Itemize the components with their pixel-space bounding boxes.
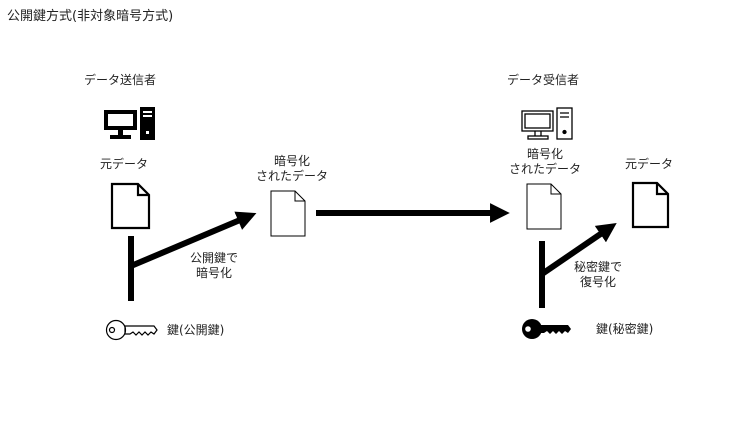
decrypt-arrow xyxy=(540,222,617,277)
sender-original-data-label: 元データ xyxy=(100,157,149,171)
receiver-encrypted-document-icon xyxy=(526,183,562,230)
encrypt-action-line1: 公開鍵で xyxy=(190,251,239,265)
receiver-original-data-label: 元データ xyxy=(625,157,674,171)
receiver-encrypted-data-label: 暗号化 されたデータ xyxy=(500,147,590,177)
decrypt-action-label: 秘密鍵で 復号化 xyxy=(574,260,622,290)
receiver-original-document-icon xyxy=(631,181,670,229)
encrypt-connector xyxy=(128,211,257,301)
sender-label: データ送信者 xyxy=(84,73,157,87)
encrypted-data-label: 暗号化 されたデータ xyxy=(247,154,337,184)
receiver-label: データ受信者 xyxy=(507,73,580,87)
key-filled-icon xyxy=(522,319,571,339)
encrypt-action-line2: 暗号化 xyxy=(196,266,233,280)
desktop-computer-outline-icon xyxy=(521,107,573,140)
key-outline-icon xyxy=(105,319,158,341)
encrypted-data-line2: されたデータ xyxy=(255,169,328,183)
receiver-encrypted-data-line1: 暗号化 xyxy=(526,147,563,161)
decrypt-connector xyxy=(539,222,617,308)
encrypt-arrow xyxy=(129,211,257,269)
decrypt-action-line2: 復号化 xyxy=(580,275,617,289)
public-key-label: 鍵(公開鍵) xyxy=(167,323,225,337)
private-key-label: 鍵(秘密鍵) xyxy=(596,322,654,336)
encrypt-action-label: 公開鍵で 暗号化 xyxy=(190,251,238,281)
page-title: 公開鍵方式(非対象暗号方式) xyxy=(7,9,174,24)
encrypted-data-line1: 暗号化 xyxy=(273,154,310,168)
sender-original-document-icon xyxy=(110,182,151,230)
encrypted-document-icon xyxy=(270,190,306,237)
desktop-computer-filled-icon xyxy=(104,107,155,140)
receiver-encrypted-data-line2: されたデータ xyxy=(508,162,581,176)
decrypt-action-line1: 秘密鍵で xyxy=(574,260,623,274)
